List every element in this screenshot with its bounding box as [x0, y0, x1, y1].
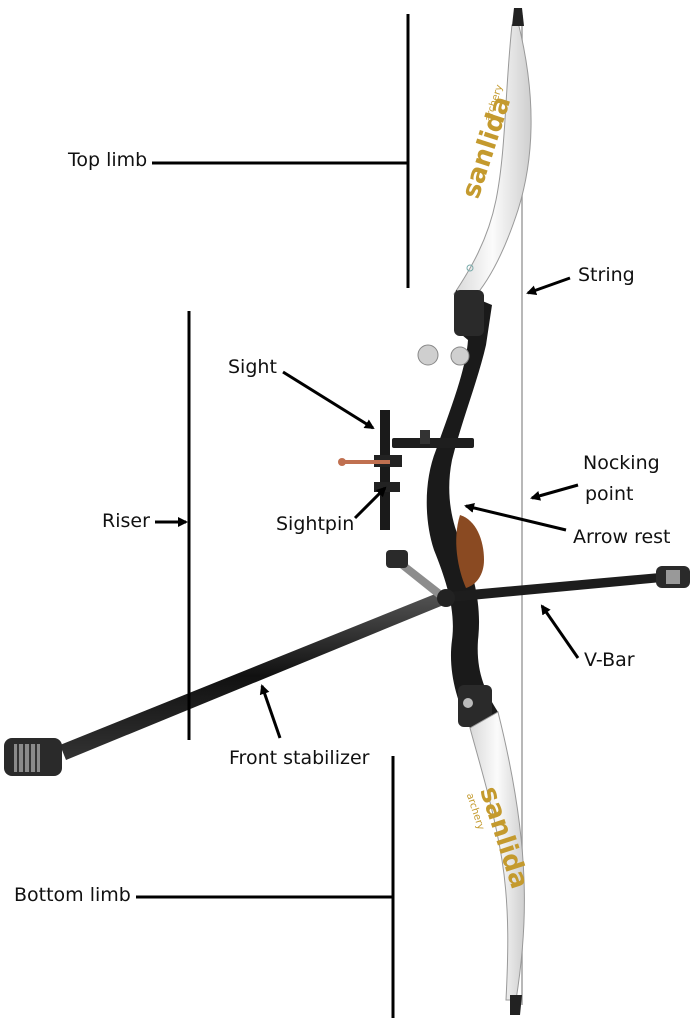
string-arrow [526, 276, 571, 296]
bottom-limb-graphic: sanlida archery [464, 711, 534, 1015]
arrow-rest-label: Arrow rest [573, 526, 671, 548]
top-limb-graphic: sanlida archery [453, 8, 532, 301]
v-bar-arrow [540, 604, 580, 659]
arrow-rest-arrow [464, 503, 567, 532]
front-stabilizer-arrow [259, 684, 282, 739]
v-bar-graphic [386, 550, 690, 607]
nocking-point-label-1: Nocking [583, 452, 660, 474]
top-limb-label: Top limb [68, 149, 148, 171]
sightpin-label: Sightpin [276, 513, 355, 535]
front-stabilizer-label: Front stabilizer [229, 747, 370, 769]
bottom-limb-label: Bottom limb [14, 884, 131, 906]
sight-arrow [282, 370, 375, 430]
bottom-limb-brand: sanlida [473, 783, 534, 893]
sightpin-arrow [353, 486, 387, 520]
riser-graphic [417, 290, 498, 728]
sight-label: Sight [228, 356, 277, 378]
string-label: String [578, 264, 635, 286]
sight-graphic [338, 410, 474, 530]
nocking-point-label-2: point [585, 483, 634, 505]
v-bar-label: V-Bar [584, 649, 635, 671]
riser-label: Riser [102, 510, 150, 532]
front-stabilizer-graphic [4, 592, 446, 776]
nocking-point-arrow [530, 483, 579, 501]
